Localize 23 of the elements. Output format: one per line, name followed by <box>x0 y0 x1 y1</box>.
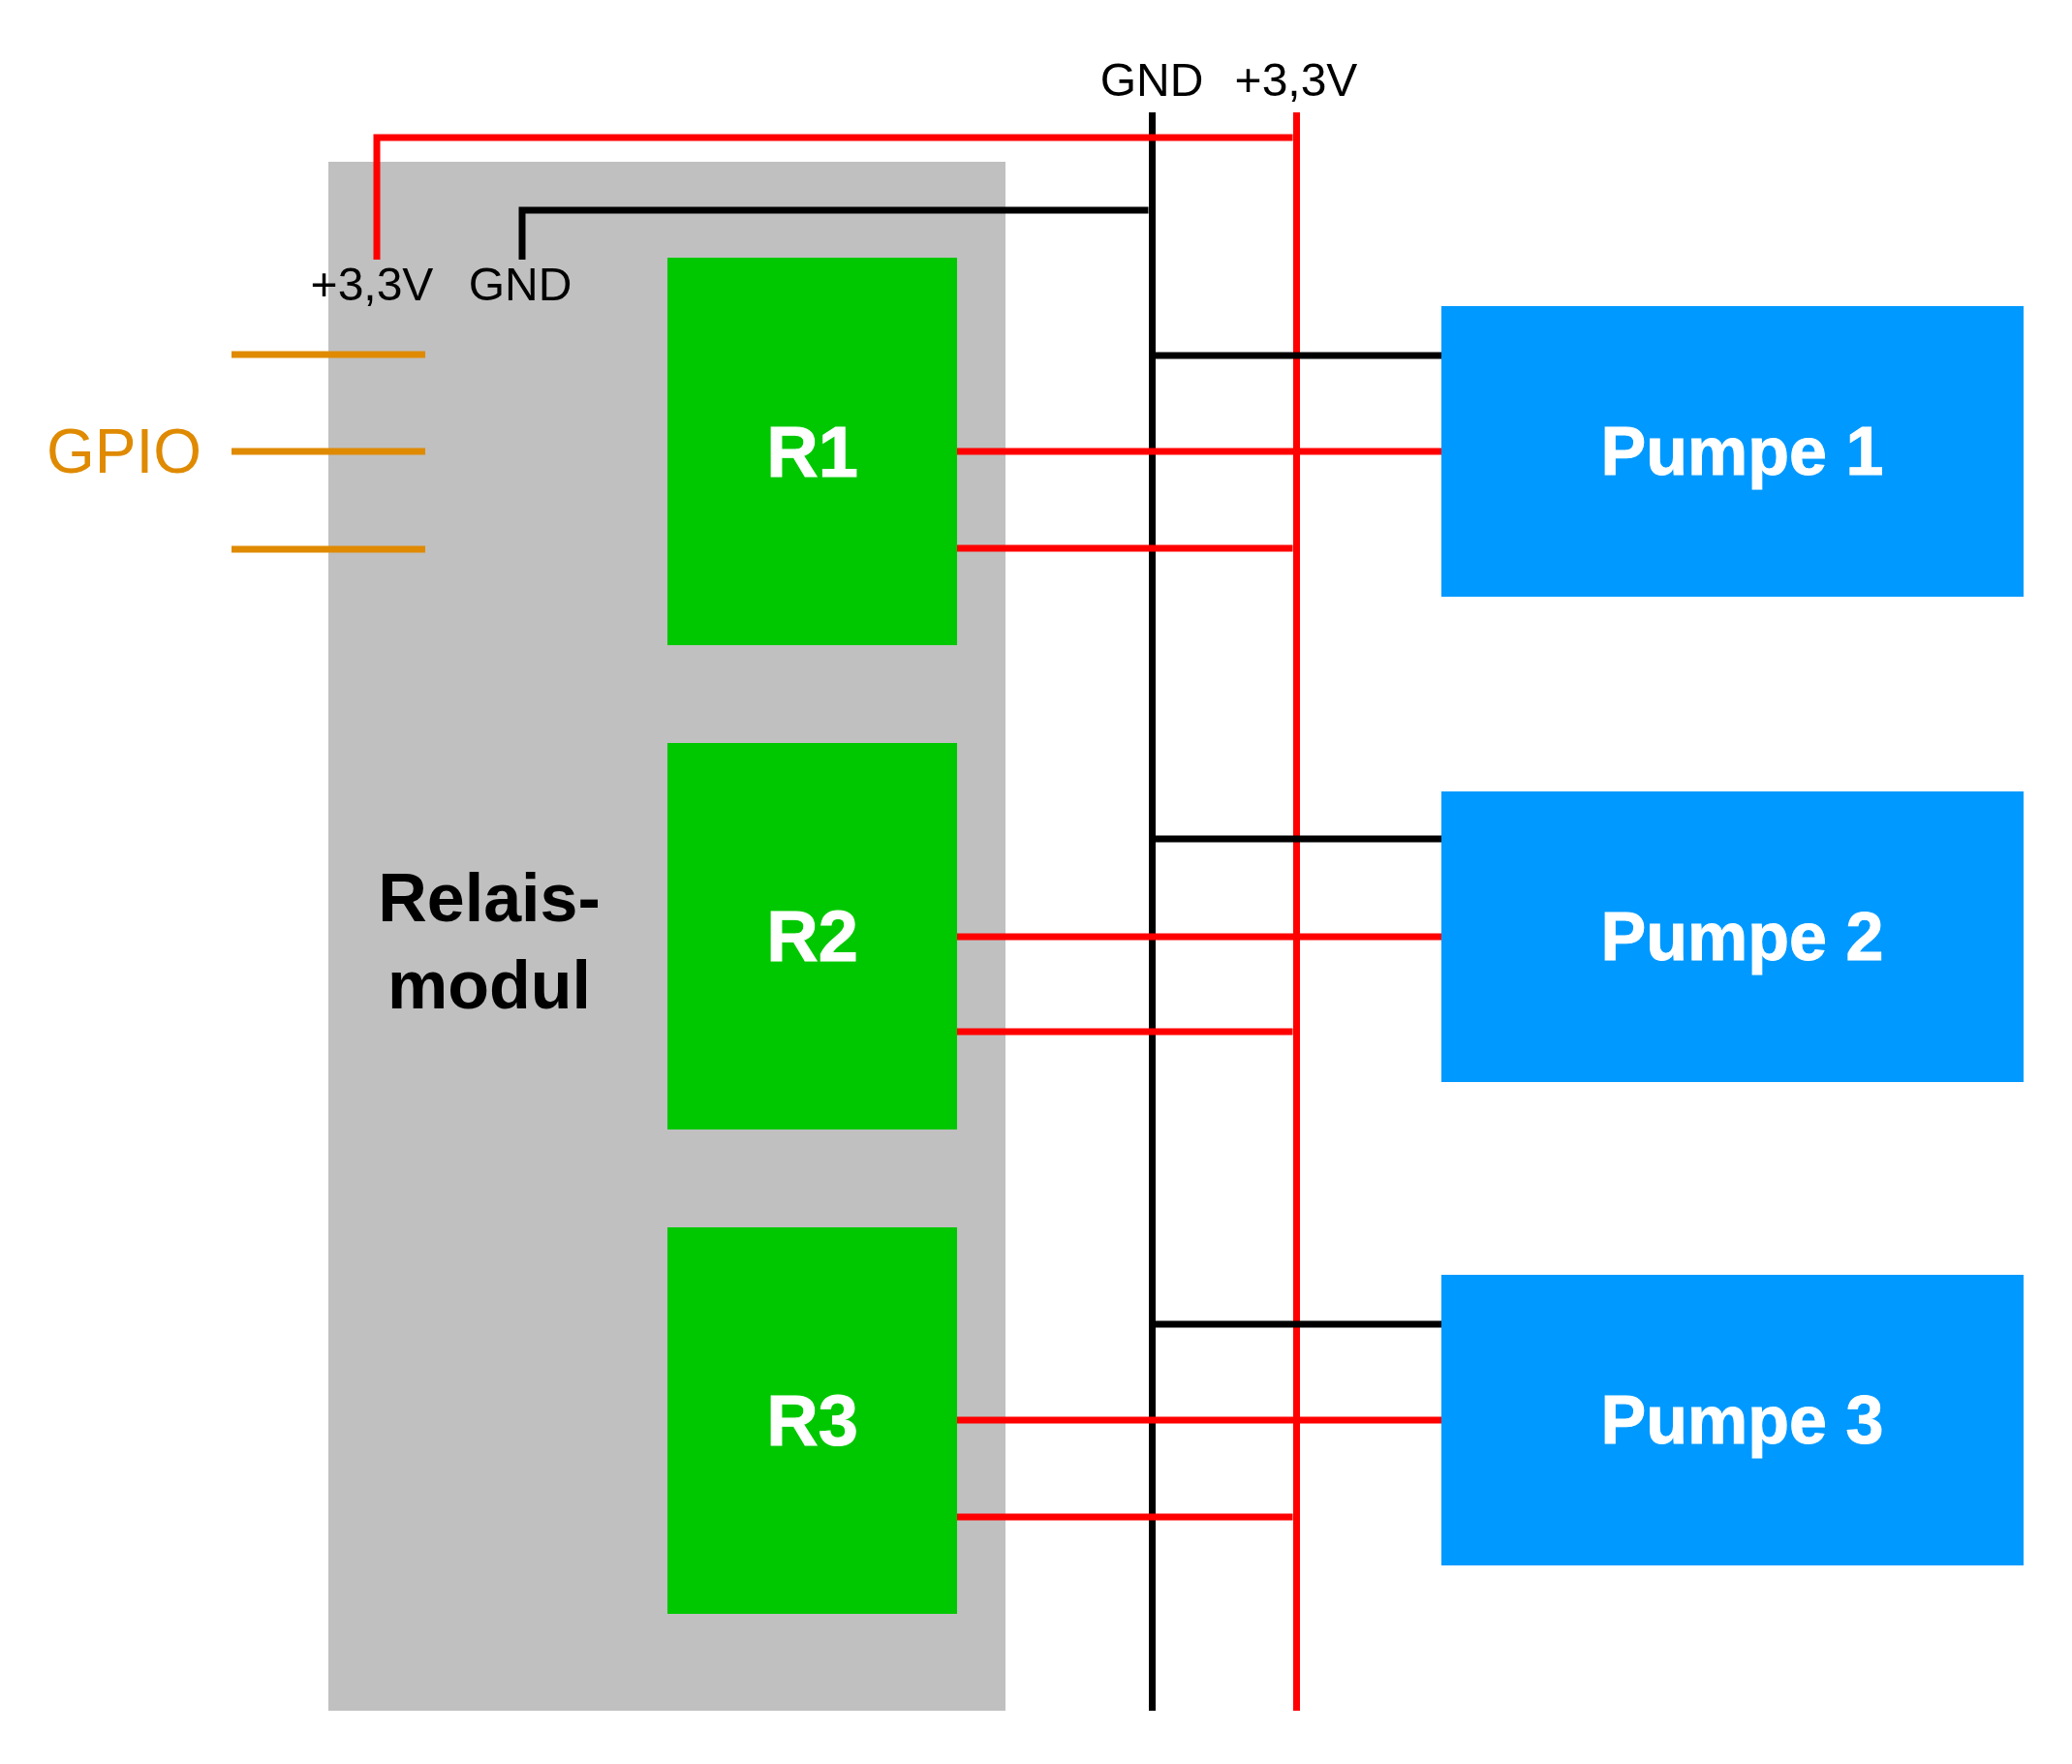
pump-box: Pumpe 2 <box>1441 791 2024 1082</box>
wire <box>1155 835 1441 843</box>
wire <box>957 1513 1293 1521</box>
gpio-label: GPIO <box>46 417 202 486</box>
wire <box>1155 352 1441 359</box>
wire <box>957 1028 1293 1036</box>
wire <box>957 1416 1441 1424</box>
wire <box>518 206 1149 260</box>
relay-box: R1 <box>667 258 957 645</box>
wire <box>957 544 1293 552</box>
rail-label: GND <box>1099 57 1204 104</box>
relay-box: R3 <box>667 1227 957 1614</box>
module-label: Relais- modul <box>377 859 602 1025</box>
wire <box>957 448 1441 455</box>
relay-box: R2 <box>667 743 957 1130</box>
wire <box>957 933 1441 941</box>
wire <box>373 134 1293 260</box>
pump-box: Pumpe 1 <box>1441 306 2024 597</box>
pin-label: +3,3V <box>304 260 440 310</box>
pin-label: GND <box>461 260 579 310</box>
pump-box: Pumpe 3 <box>1441 1275 2024 1565</box>
wire <box>1155 1320 1441 1328</box>
rail-label: +3,3V <box>1234 57 1358 104</box>
